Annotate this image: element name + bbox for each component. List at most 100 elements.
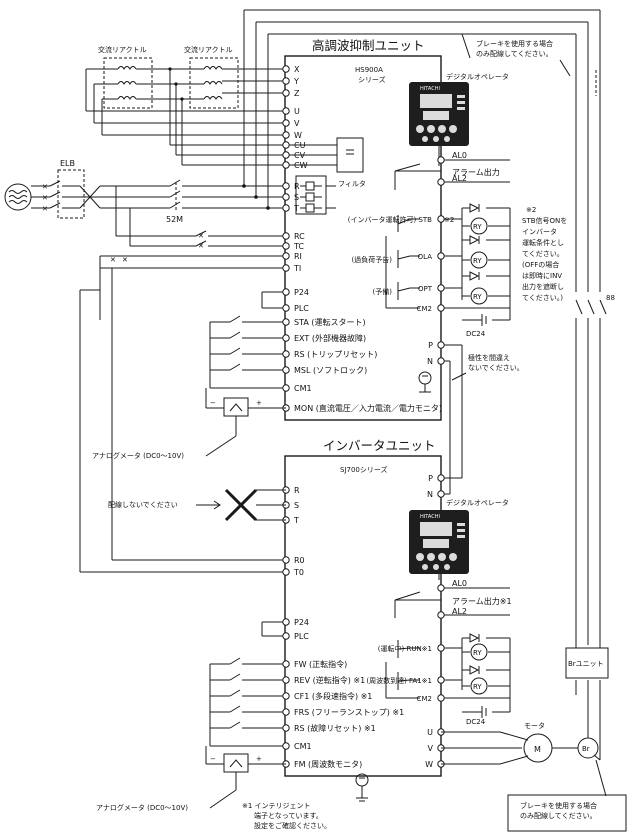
no-wire-cross-icon (224, 488, 258, 522)
harmonic-alarm-terminal-0 (437, 156, 445, 164)
harmonic-output-label-1: ※2 (444, 216, 454, 224)
inverter-main-terminal-label-4: T0 (293, 568, 304, 577)
elb-label: ELB (60, 159, 75, 168)
harmonic-control-terminal-label-2: STA (運転スタート) (294, 318, 366, 327)
harmonic-output-label-3: OLA (418, 253, 433, 261)
harmonic-dc-terminal-1 (437, 357, 445, 365)
harmonic-main-terminal-10 (282, 193, 290, 201)
harmonic-main-terminal-8 (282, 161, 290, 169)
harmonic-main-terminal-label-10: S (294, 193, 299, 202)
inverter-control-terminal-label-2: FW (正転指令) (294, 659, 347, 669)
stb-note-line-3: 運転条件とし (522, 238, 564, 247)
harmonic-main-terminal-label-6: CU (294, 141, 306, 150)
inverter-output-label-0: (運転中) RUN※1 (378, 644, 432, 653)
harmonic-series-suffix: シリーズ (358, 75, 386, 84)
harmonic-control-terminal-label-3: EXT (外部機器故障) (294, 333, 366, 343)
harmonic-control-terminal-6 (282, 384, 290, 392)
harmonic-main-terminal-label-14: RI (294, 252, 302, 261)
stb-note-line-2: インバータ (522, 227, 557, 236)
inverter-operator-label: デジタルオペレータ (446, 498, 509, 507)
harmonic-main-terminal-label-15: TI (293, 264, 301, 273)
footnote-line1: ※1 インテリジェント (242, 802, 311, 810)
harmonic-main-terminal-label-12: RC (294, 232, 305, 241)
harmonic-output-terminal-0 (437, 215, 445, 223)
contactor-label: 52M (166, 215, 183, 224)
harmonic-output-terminal-2 (437, 284, 445, 292)
footnote-line3: 設定をご確認ください。 (254, 821, 331, 830)
polarity-note-line2: ないでください。 (468, 364, 524, 372)
inverter-output-circuits (385, 633, 511, 718)
harmonic-output-label-5: OPT (418, 285, 433, 293)
stb-note-line-1: STB信号ONを (522, 216, 567, 225)
inverter-alarm-label-1: アラーム出力※1 (452, 596, 512, 606)
svg-text:HITACHI: HITACHI (420, 514, 440, 520)
harmonic-main-terminal-label-0: X (294, 65, 300, 74)
svg-text:M: M (534, 745, 541, 754)
svg-text:✕: ✕ (42, 205, 48, 213)
inverter-alarm-label-0: AL0 (452, 579, 467, 588)
ac-reactor-1 (103, 57, 153, 109)
footnote-line2: 端子となっています。 (254, 811, 323, 820)
harmonic-main-terminal-label-5: W (294, 131, 302, 140)
harmonic-dc-terminal-label-0: P (428, 341, 433, 350)
inverter-dc-terminal-0 (437, 474, 445, 482)
harmonic-control-terminal-label-6: CM1 (294, 384, 312, 393)
brake-icon (577, 737, 599, 759)
harmonic-main-terminal-11 (282, 204, 290, 212)
harmonic-operator-label: デジタルオペレータ (446, 72, 509, 81)
inverter-main-terminal-label-1: S (294, 501, 299, 510)
stb-note-line-0: ※2 (526, 206, 536, 214)
cu-cv-cw-capacitor (286, 137, 364, 173)
stb-note-line-8: てください。) (522, 294, 563, 302)
mon-analog-meter-icon (205, 388, 286, 457)
inverter-control-terminal-6 (282, 724, 290, 732)
harmonic-main-terminal-label-2: Z (294, 89, 300, 98)
harmonic-control-terminal-label-7: MON (直流電圧／入力電流／電力モニタ) (294, 403, 442, 413)
inverter-dc-terminal-label-0: P (428, 474, 433, 483)
svg-text:✕: ✕ (122, 256, 128, 264)
harmonic-ground-icon (418, 371, 432, 393)
harmonic-main-terminal-label-7: CV (294, 151, 306, 160)
svg-text:Br: Br (582, 745, 590, 753)
harmonic-dc24-label: DC24 (466, 330, 486, 338)
inverter-dc24-label: DC24 (466, 718, 486, 726)
inverter-control-terminal-5 (282, 708, 290, 716)
inverter-control-terminal-label-0: P24 (294, 618, 309, 627)
harmonic-alarm-terminal-2 (437, 178, 445, 186)
harmonic-control-terminal-1 (282, 304, 290, 312)
harmonic-main-terminal-label-8: CW (294, 161, 308, 170)
inverter-control-terminal-3 (282, 676, 290, 684)
svg-text:−: − (210, 755, 216, 763)
harmonic-main-terminal-5 (282, 131, 290, 139)
inverter-main-terminal-label-0: R (294, 486, 300, 495)
inverter-output-terminal-0 (437, 644, 445, 652)
svg-text:RY: RY (473, 649, 482, 657)
harmonic-main-terminal-label-9: R (294, 182, 300, 191)
harmonic-main-terminal-6 (282, 141, 290, 149)
svg-text:✕: ✕ (198, 232, 204, 240)
inverter-series: SJ700シリーズ (340, 465, 388, 474)
inverter-main-terminal-3 (282, 556, 290, 564)
inverter-control-terminal-label-8: FM (周波数モニタ) (294, 759, 362, 769)
brake-note-bottom-line1: ブレーキを使用する場合 (520, 801, 597, 810)
brake-note-top-line2: のみ配線してください。 (476, 49, 553, 58)
inverter-alarm-terminal-2 (437, 611, 445, 619)
stb-note-line-5: (OFFの場合 (522, 260, 559, 269)
harmonic-control-terminal-5 (282, 366, 290, 374)
no-wire-label: 配線しないでください (108, 500, 178, 509)
harmonic-dc-terminal-label-1: N (427, 357, 433, 366)
harmonic-main-terminal-3 (282, 107, 290, 115)
inverter-main-terminal-label-2: T (293, 516, 299, 525)
filter-label: フィルタ (338, 179, 366, 188)
harmonic-output-terminal-1 (437, 252, 445, 260)
harmonic-main-terminal-2 (282, 89, 290, 97)
harmonic-main-terminal-9 (282, 182, 290, 190)
harmonic-alarm-label-1: アラーム出力 (452, 167, 500, 177)
inverter-alarm-terminal-0 (437, 584, 445, 592)
svg-text:+: + (256, 399, 262, 407)
